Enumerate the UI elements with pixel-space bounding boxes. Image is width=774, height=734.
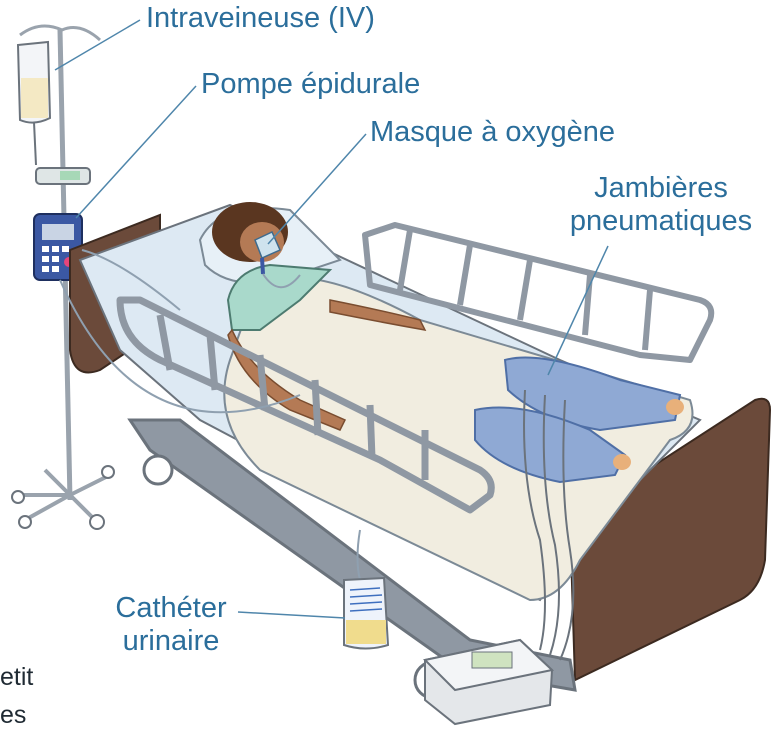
label-catheter-line1: Cathéter [106,592,236,625]
label-pneumatic-line2: pneumatiques [556,205,766,238]
leader-oxygen [268,134,366,244]
label-catheter-line2: urinaire [106,625,236,658]
label-urinary-catheter: Cathéter urinaire [106,592,236,658]
label-pneumatic-line1: Jambières [556,172,766,205]
iv-bag [18,42,50,165]
label-oxygen-mask: Masque à oxygène [370,116,615,149]
label-pneumatic-sleeves: Jambières pneumatiques [556,172,766,238]
label-epidural-pump: Pompe épidurale [201,68,420,101]
label-iv: Intraveineuse (IV) [146,2,375,35]
clipped-line1: etit [0,658,33,696]
clipped-caption-fragment: etit es [0,658,33,734]
clipped-line2: es [0,696,33,734]
iv-controller [36,168,90,184]
leader-epidural [76,86,196,218]
leader-catheter [238,612,345,618]
